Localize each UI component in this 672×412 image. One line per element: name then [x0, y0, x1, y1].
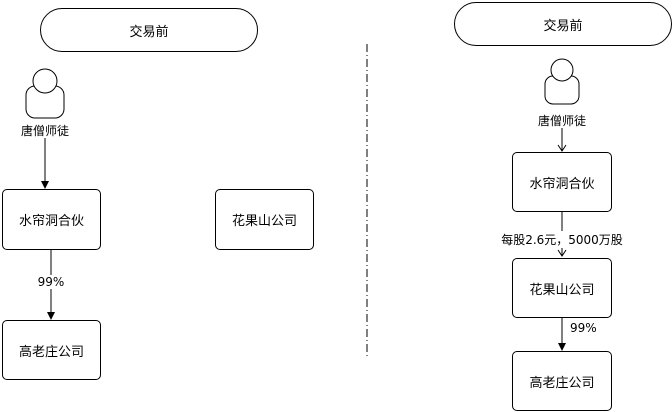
person-label-right: 唐僧师徒 [537, 114, 587, 128]
header-pill-right: 交易前 [454, 2, 672, 46]
share-price-label: 每股2.6元，5000万股 [499, 231, 625, 248]
header-pill-left: 交易前 [40, 8, 258, 52]
person-icon [25, 68, 65, 119]
ownership-label-left: 99% [35, 275, 67, 289]
huaguoshan-box-left: 花果山公司 [215, 189, 314, 250]
header-left-text: 交易前 [129, 24, 169, 40]
partnership-box-left: 水帘洞合伙 [2, 189, 101, 250]
gaolaozhuang-box-right: 高老庄公司 [512, 351, 612, 411]
partnership-left-text: 水帘洞合伙 [18, 214, 84, 229]
huaguoshan-right-text: 花果山公司 [529, 282, 595, 298]
gaolaozhuang-box-left: 高老庄公司 [2, 320, 101, 380]
person-icon [544, 58, 580, 105]
ownership-label-right: 99% [570, 321, 597, 335]
partnership-right-text: 水帘洞合伙 [529, 176, 595, 192]
header-right-text: 交易前 [543, 18, 583, 34]
person-label-left: 唐僧师徒 [20, 124, 70, 138]
gaolaozhuang-left-text: 高老庄公司 [18, 344, 84, 360]
huaguoshan-box-right: 花果山公司 [512, 258, 612, 318]
gaolaozhuang-right-text: 高老庄公司 [529, 375, 595, 391]
partnership-box-right: 水帘洞合伙 [512, 152, 612, 212]
huaguoshan-left-text: 花果山公司 [231, 214, 297, 229]
